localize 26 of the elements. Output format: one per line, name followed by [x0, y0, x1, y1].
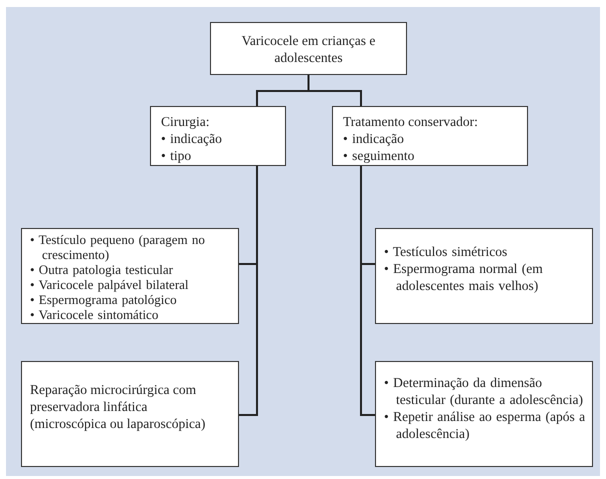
text-box	[21, 361, 239, 467]
text-box	[375, 228, 593, 324]
bullet-item: • Repetir análise ao esperma (após a adolescência)	[384, 408, 586, 442]
text-box	[21, 228, 239, 324]
bullet-item: • indicação	[161, 130, 223, 147]
bullet-item: • Testículos simétricos	[384, 243, 508, 260]
box-title: Varicocele em crianças e adolescentes	[240, 32, 376, 66]
bullet-item: • Testículo pequeno (paragem no crescimento)	[30, 232, 206, 262]
text-box	[150, 106, 286, 166]
box-text: Reparação microcirúrgica com preservadora linfática (microscópica ou laparoscópica)	[30, 381, 206, 432]
bullet-item: • Espermograma normal (em adolescentes mais velhos)	[384, 260, 544, 294]
bullet-item: • indicação	[343, 130, 405, 147]
text-box	[332, 106, 528, 166]
connector-line	[239, 166, 258, 416]
bullet-item: • Outra patologia testicular	[30, 262, 174, 277]
box-heading: Tratamento conservador:	[343, 113, 479, 130]
text-box	[375, 361, 593, 467]
connector-line	[360, 166, 375, 416]
bullet-item: • Varicocele palpável bilateral	[30, 277, 190, 292]
bullet-item: • seguimento	[343, 147, 416, 164]
text-box	[210, 22, 407, 75]
box-heading: Cirurgia:	[161, 113, 210, 130]
bullet-item: • Espermograma patológico	[30, 292, 178, 307]
bullet-item: • Varicocele sintomático	[30, 307, 160, 322]
bullet-item: • tipo	[161, 147, 192, 164]
bullet-item: • Determinação da dimensão testicular (durante a adolescência)	[384, 374, 584, 408]
